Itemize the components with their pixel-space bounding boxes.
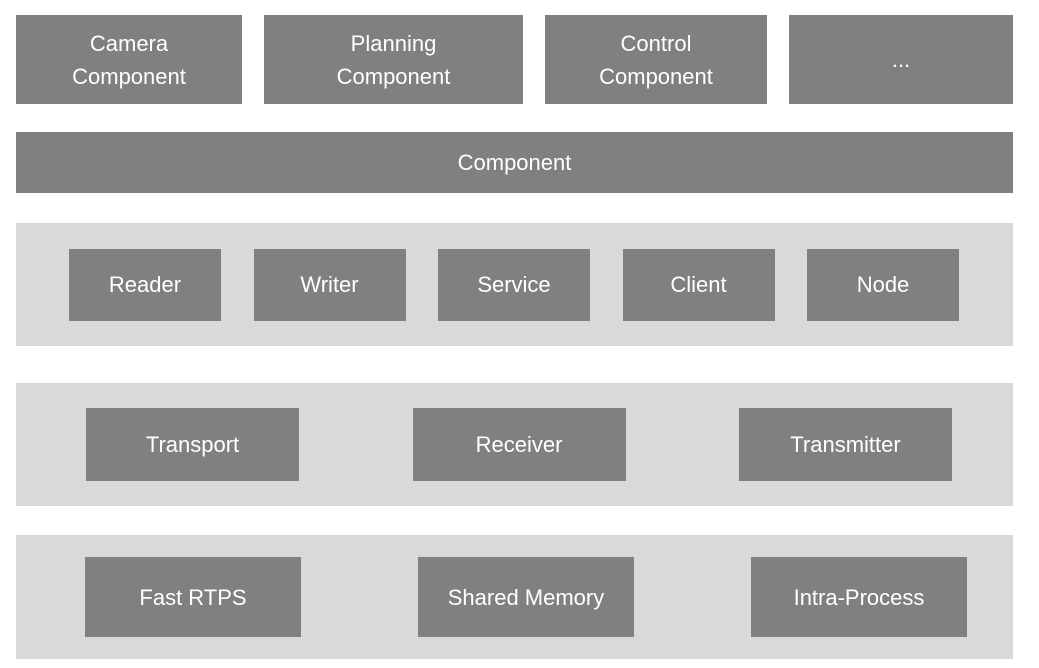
component-instances-row: Camera Component Planning Component Cont… bbox=[16, 15, 1013, 104]
writer-box: Writer bbox=[253, 248, 406, 321]
control-component-box: Control Component bbox=[545, 15, 767, 104]
receiver-label: Receiver bbox=[475, 432, 563, 457]
intra-process-box: Intra-Process bbox=[751, 557, 967, 637]
camera-component-box: Camera Component bbox=[16, 15, 242, 104]
more-components-box: ... bbox=[789, 15, 1013, 104]
writer-label: Writer bbox=[300, 272, 359, 297]
intra-process-label: Intra-Process bbox=[793, 584, 925, 610]
receiver-box: Receiver bbox=[412, 408, 626, 481]
api-layer-band: Reader Writer Service Client Node bbox=[16, 223, 1013, 346]
planning-component-box: Planning Component bbox=[264, 15, 523, 104]
service-label: Service bbox=[477, 272, 551, 297]
diagram-content: Camera Component Planning Component Cont… bbox=[16, 15, 1013, 659]
transmitter-box: Transmitter bbox=[739, 408, 952, 481]
control-component-label: Control Component bbox=[599, 30, 713, 89]
shared-memory-box: Shared Memory bbox=[418, 557, 634, 637]
camera-component-label: Camera Component bbox=[72, 30, 186, 89]
shared-memory-label: Shared Memory bbox=[447, 584, 605, 610]
service-box: Service bbox=[438, 248, 590, 321]
component-bar-label: Component bbox=[457, 150, 572, 175]
transmitter-label: Transmitter bbox=[790, 432, 901, 457]
transport-box: Transport bbox=[86, 408, 299, 481]
reader-label: Reader bbox=[108, 272, 182, 297]
backend-layer-band: Fast RTPS Shared Memory Intra-Process bbox=[16, 535, 1013, 659]
planning-component-label: Planning Component bbox=[336, 30, 451, 89]
node-label: Node bbox=[856, 272, 910, 297]
node-box: Node bbox=[807, 248, 959, 321]
fast-rtps-box: Fast RTPS bbox=[85, 557, 301, 637]
fast-rtps-label: Fast RTPS bbox=[139, 584, 247, 610]
client-box: Client bbox=[622, 248, 775, 321]
transport-layer-band: Transport Receiver Transmitter bbox=[16, 383, 1013, 506]
reader-box: Reader bbox=[69, 248, 221, 321]
transport-label: Transport bbox=[145, 432, 240, 457]
ellipsis-label: ... bbox=[891, 47, 911, 72]
client-label: Client bbox=[670, 272, 727, 297]
component-bar: Component bbox=[16, 132, 1013, 193]
